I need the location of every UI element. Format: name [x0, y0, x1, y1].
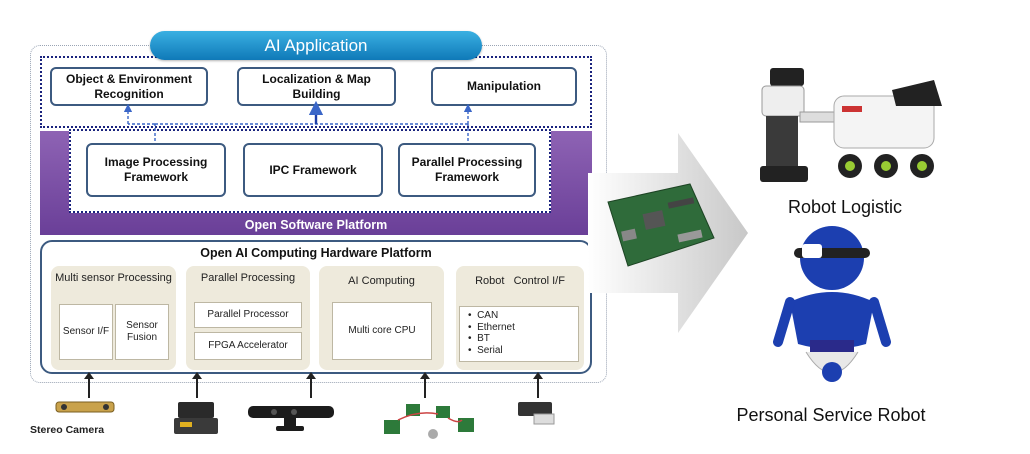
list-item: • Ethernet — [468, 321, 515, 333]
service-robot-image — [773, 226, 891, 382]
personal-service-robot-caption: Personal Service Robot — [736, 405, 926, 425]
robot-control-if-column: Robot Control I/F • CAN • Ethernet • BT … — [456, 266, 584, 370]
localization-map-building-box: Localization & Map Building — [237, 67, 396, 106]
computing-board-image — [607, 183, 715, 267]
robot-logistic-caption: Robot Logistic — [787, 197, 903, 217]
parallel-processing-column: Parallel Processing Parallel Processor F… — [186, 266, 310, 370]
ai-application-banner: AI Application — [150, 31, 482, 60]
imu-sensor-image — [518, 402, 555, 425]
multi-sensor-processing-column: Multi sensor Processing Sensor I/F Senso… — [51, 266, 176, 370]
open-software-platform-label: Open Software Platform — [244, 218, 388, 232]
object-environment-recognition-box: Object & Environment Recognition — [50, 67, 208, 106]
column-title: Parallel Processing — [200, 272, 296, 284]
hardware-platform-title: Open AI Computing Hardware Platform — [200, 246, 432, 260]
control-interface-list: • CAN • Ethernet • BT • Serial — [459, 306, 579, 362]
list-item: • Serial — [468, 344, 503, 356]
fpga-accelerator-box: FPGA Accelerator — [194, 332, 302, 360]
sensor-fusion-box: Sensor Fusion — [115, 304, 169, 360]
image-processing-framework-box: Image Processing Framework — [86, 143, 226, 197]
input-arrow — [192, 372, 202, 398]
column-title: AI Computing — [348, 275, 415, 287]
ai-computing-column: AI Computing Multi core CPU — [319, 266, 444, 370]
stereo-camera-image — [55, 401, 115, 413]
input-arrow — [420, 372, 430, 398]
input-arrow — [306, 372, 316, 398]
input-arrow — [84, 372, 94, 398]
lidar-sensor-image — [174, 402, 218, 434]
column-title: Robot Control I/F — [475, 275, 565, 287]
ipc-framework-box: IPC Framework — [243, 143, 383, 197]
kinect-sensor-image — [248, 406, 334, 431]
manipulation-box: Manipulation — [431, 67, 577, 106]
column-title: Multi sensor Processing — [55, 272, 172, 284]
logistic-robot-image — [760, 68, 942, 182]
parallel-processor-box: Parallel Processor — [194, 302, 302, 328]
input-arrow — [533, 372, 543, 398]
list-item: • BT — [468, 333, 490, 344]
parallel-processing-framework-box: Parallel Processing Framework — [398, 143, 536, 197]
multi-core-cpu-box: Multi core CPU — [332, 302, 432, 360]
sensor-if-box: Sensor I/F — [59, 304, 113, 360]
camera-modules-image — [384, 404, 474, 439]
list-item: • CAN — [468, 310, 499, 321]
stereo-camera-label: Stereo Camera — [30, 424, 105, 436]
